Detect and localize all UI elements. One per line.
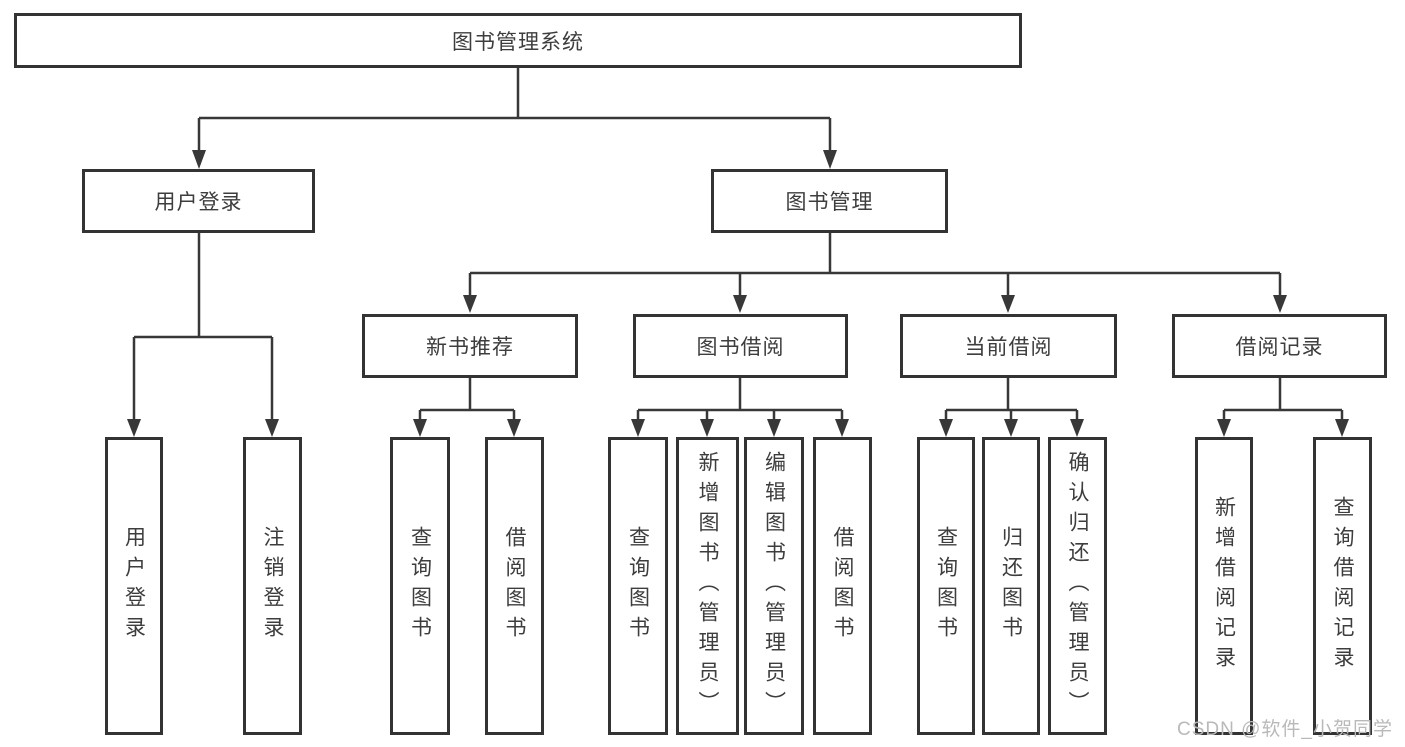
leaf-query-book-borrow: 查询图书 (608, 437, 668, 735)
node-current-borrow: 当前借阅 (900, 314, 1117, 378)
leaf-add-borrow-record: 新增借阅记录 (1195, 437, 1253, 735)
node-root-system: 图书管理系统 (14, 13, 1022, 68)
leaf-query-book-recommend: 查询图书 (390, 437, 450, 735)
leaf-query-book-current: 查询图书 (917, 437, 975, 735)
leaf-user-login: 用户登录 (105, 437, 163, 735)
leaf-confirm-return-admin: 确认归还（管理员） (1048, 437, 1107, 735)
leaf-edit-book-admin: 编辑图书（管理员） (744, 437, 804, 735)
leaf-borrow-book: 借阅图书 (813, 437, 872, 735)
csdn-watermark: CSDN @软件_小贺同学 (1177, 719, 1393, 740)
leaf-add-book-admin: 新增图书（管理员） (676, 437, 739, 735)
leaf-borrow-book-recommend: 借阅图书 (485, 437, 544, 735)
node-book-borrow: 图书借阅 (633, 314, 848, 378)
node-book-management: 图书管理 (711, 169, 948, 233)
leaf-query-borrow-record: 查询借阅记录 (1313, 437, 1372, 735)
leaf-return-book: 归还图书 (982, 437, 1040, 735)
node-new-book-recommend: 新书推荐 (362, 314, 578, 378)
node-user-login: 用户登录 (82, 169, 315, 233)
leaf-logout: 注销登录 (243, 437, 302, 735)
node-borrow-records: 借阅记录 (1172, 314, 1387, 378)
